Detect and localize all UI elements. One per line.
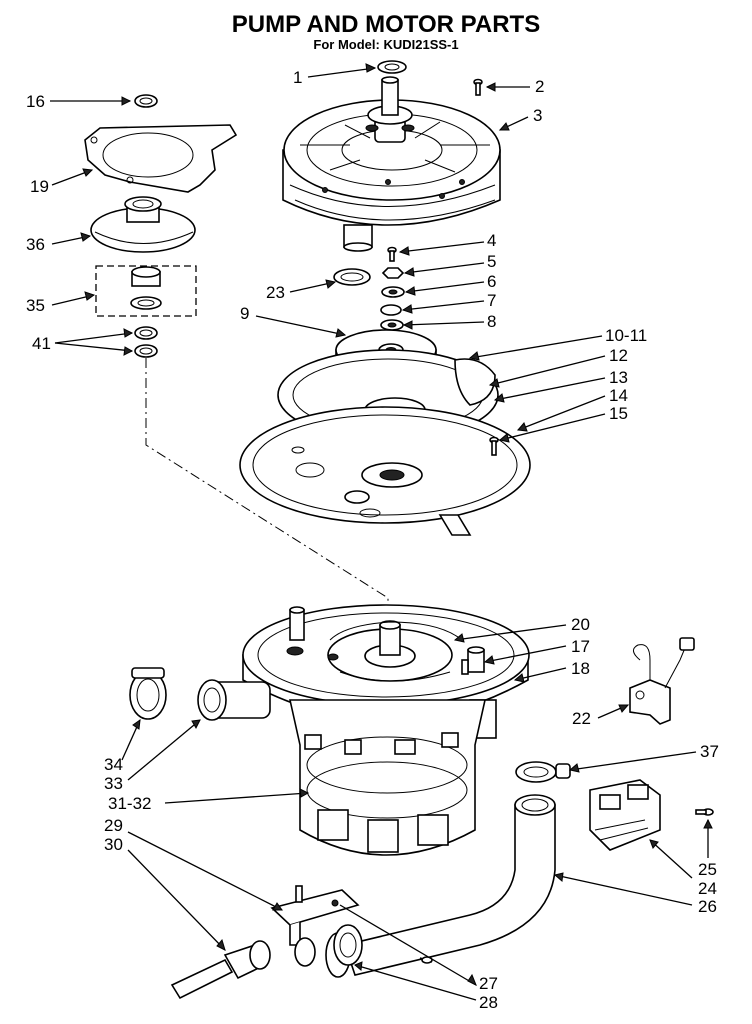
callout-25: 25 [698,860,717,879]
part-23-seal [333,268,371,286]
part-25-screw [695,808,714,816]
part-18-pump-base [242,604,530,739]
callout-9: 9 [240,304,249,323]
part-29-bracket [270,885,360,946]
callout-37: 37 [700,742,719,761]
part-22-thermostat [629,637,695,725]
part-34-clamp [129,667,167,720]
part-36-pump-cover [90,196,196,253]
callout-6: 6 [487,272,496,291]
callout-14: 14 [609,386,628,405]
part-37-clamp [515,761,571,783]
callout-2: 2 [535,77,544,96]
leader-lines [50,63,713,1001]
callout-24: 24 [698,879,717,898]
callout-17: 17 [571,637,590,656]
callout-3: 3 [533,106,542,125]
part-4-screw [387,246,397,262]
callout-4: 4 [487,231,496,250]
part-3-motor-housing [282,76,501,252]
callout-28: 28 [479,993,498,1012]
callout-27: 27 [479,974,498,993]
part-41-o-rings [134,326,158,358]
callout-15: 15 [609,404,628,423]
callout-23: 23 [266,283,285,302]
callout-12: 12 [609,346,628,365]
callout-1: 1 [293,68,302,87]
callout-7: 7 [487,291,496,310]
part-6-washer [381,286,405,298]
model-subtitle: For Model: KUDI21SS-1 [313,37,458,52]
callout-16: 16 [26,92,45,111]
part-17-screw [461,659,469,675]
callout-33: 33 [104,774,123,793]
part-14-dispenser-plate [239,406,531,536]
callout-18: 18 [571,659,590,678]
callout-labels: 1 2 3 4 5 6 7 8 9 10-11 12 13 14 15 16 1… [26,68,719,1012]
part-5-nut [381,267,405,279]
callout-35: 35 [26,296,45,315]
part-2-screw [473,78,483,96]
callout-30: 30 [104,835,123,854]
callout-29: 29 [104,816,123,835]
part-19-gasket [84,124,238,193]
callout-26: 26 [698,897,717,916]
part-30-drain-fitting [170,937,316,1000]
part-1-washer [377,60,407,74]
part-35-seal-kit-box [95,265,197,317]
page-title: PUMP AND MOTOR PARTS [232,11,540,38]
part-31-32-motor [289,699,486,856]
part-15-screw [489,436,499,456]
part-28-clamp [333,924,363,966]
callout-8: 8 [487,312,496,331]
callout-31-32: 31-32 [108,794,151,813]
part-27-screw [419,956,433,964]
callout-22: 22 [572,709,591,728]
part-33-inlet-hose [197,679,271,721]
callout-34: 34 [104,755,123,774]
part-7-washer [380,304,402,316]
callout-20: 20 [571,615,590,634]
part-16-washer [134,94,158,108]
callout-13: 13 [609,368,628,387]
part-8-washer [380,319,404,331]
callout-19: 19 [30,177,49,196]
callout-10-11: 10-11 [605,326,647,345]
callout-41: 41 [32,334,51,353]
callout-36: 36 [26,235,45,254]
part-20-gasket [329,621,463,682]
part-24-switch [589,779,661,851]
callout-5: 5 [487,252,496,271]
